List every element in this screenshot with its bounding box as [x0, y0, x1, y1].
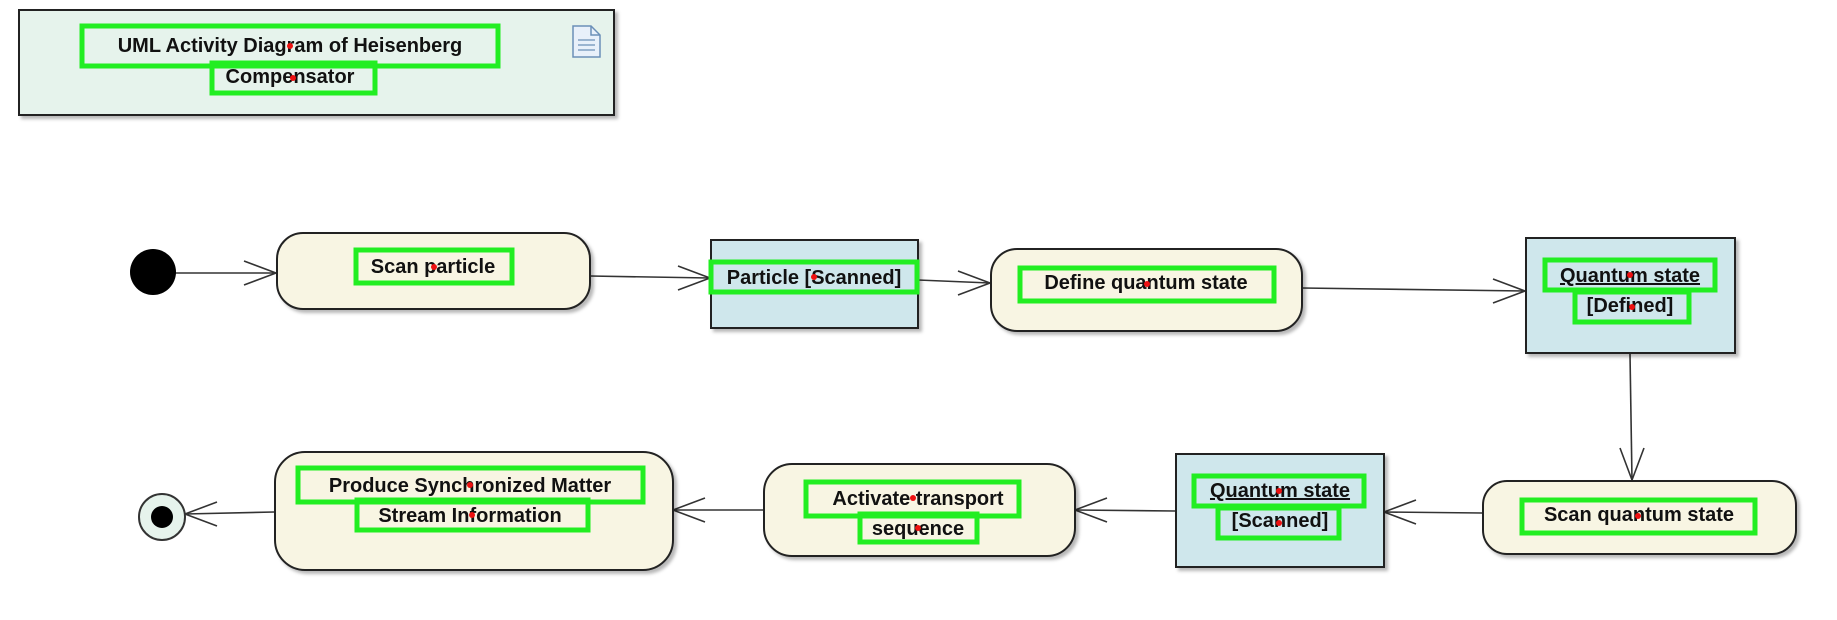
highlight-box	[1017, 265, 1277, 304]
center-marker	[1276, 488, 1282, 494]
activity-final-node[interactable]	[138, 493, 186, 541]
highlight-box	[857, 511, 980, 545]
center-marker	[1144, 281, 1150, 287]
flow-scan-particle-to-particle-scanned	[589, 275, 711, 279]
document-icon	[572, 25, 601, 58]
flow-scan-quantum-to-quantum-scanned	[1383, 511, 1483, 514]
highlight-box	[354, 497, 591, 533]
center-marker	[1276, 520, 1282, 526]
object-particle-scanned[interactable]: Particle [Scanned]	[710, 239, 919, 329]
highlight-box	[79, 23, 501, 69]
flow-produce-to-end	[184, 511, 275, 515]
flow-quantum-defined-to-scan-quantum	[1629, 353, 1633, 481]
annotation-overlay	[79, 23, 1758, 545]
center-marker	[1627, 272, 1633, 278]
highlight-box	[708, 259, 920, 295]
flow-define-to-quantum-defined	[1301, 287, 1526, 292]
center-marker	[811, 274, 817, 280]
initial-node[interactable]	[130, 249, 176, 295]
center-marker	[467, 482, 473, 488]
flow-particle-scanned-to-define	[917, 279, 991, 284]
highlight-box	[1215, 505, 1342, 541]
highlight-box	[1572, 289, 1692, 325]
action-define-quantum-state[interactable]: Define quantum state	[990, 248, 1303, 332]
highlight-box	[353, 247, 515, 286]
center-marker	[290, 75, 296, 81]
center-marker	[1629, 304, 1635, 310]
note-title-line-2: Compensator	[226, 66, 355, 88]
center-marker	[469, 512, 475, 518]
center-marker	[1635, 513, 1641, 519]
action-scan-particle[interactable]: Scan particle	[276, 232, 591, 310]
highlight-box	[1519, 497, 1758, 536]
center-marker	[910, 495, 916, 501]
flow-quantum-scanned-to-activate	[1074, 509, 1176, 512]
center-marker	[287, 43, 293, 49]
center-marker	[431, 264, 437, 270]
object-quantum-state-defined[interactable]: Quantum state [Defined]	[1525, 237, 1736, 354]
highlight-box	[209, 60, 378, 96]
action-label-line-1: Activate transport	[832, 488, 1003, 510]
center-marker	[915, 525, 921, 531]
